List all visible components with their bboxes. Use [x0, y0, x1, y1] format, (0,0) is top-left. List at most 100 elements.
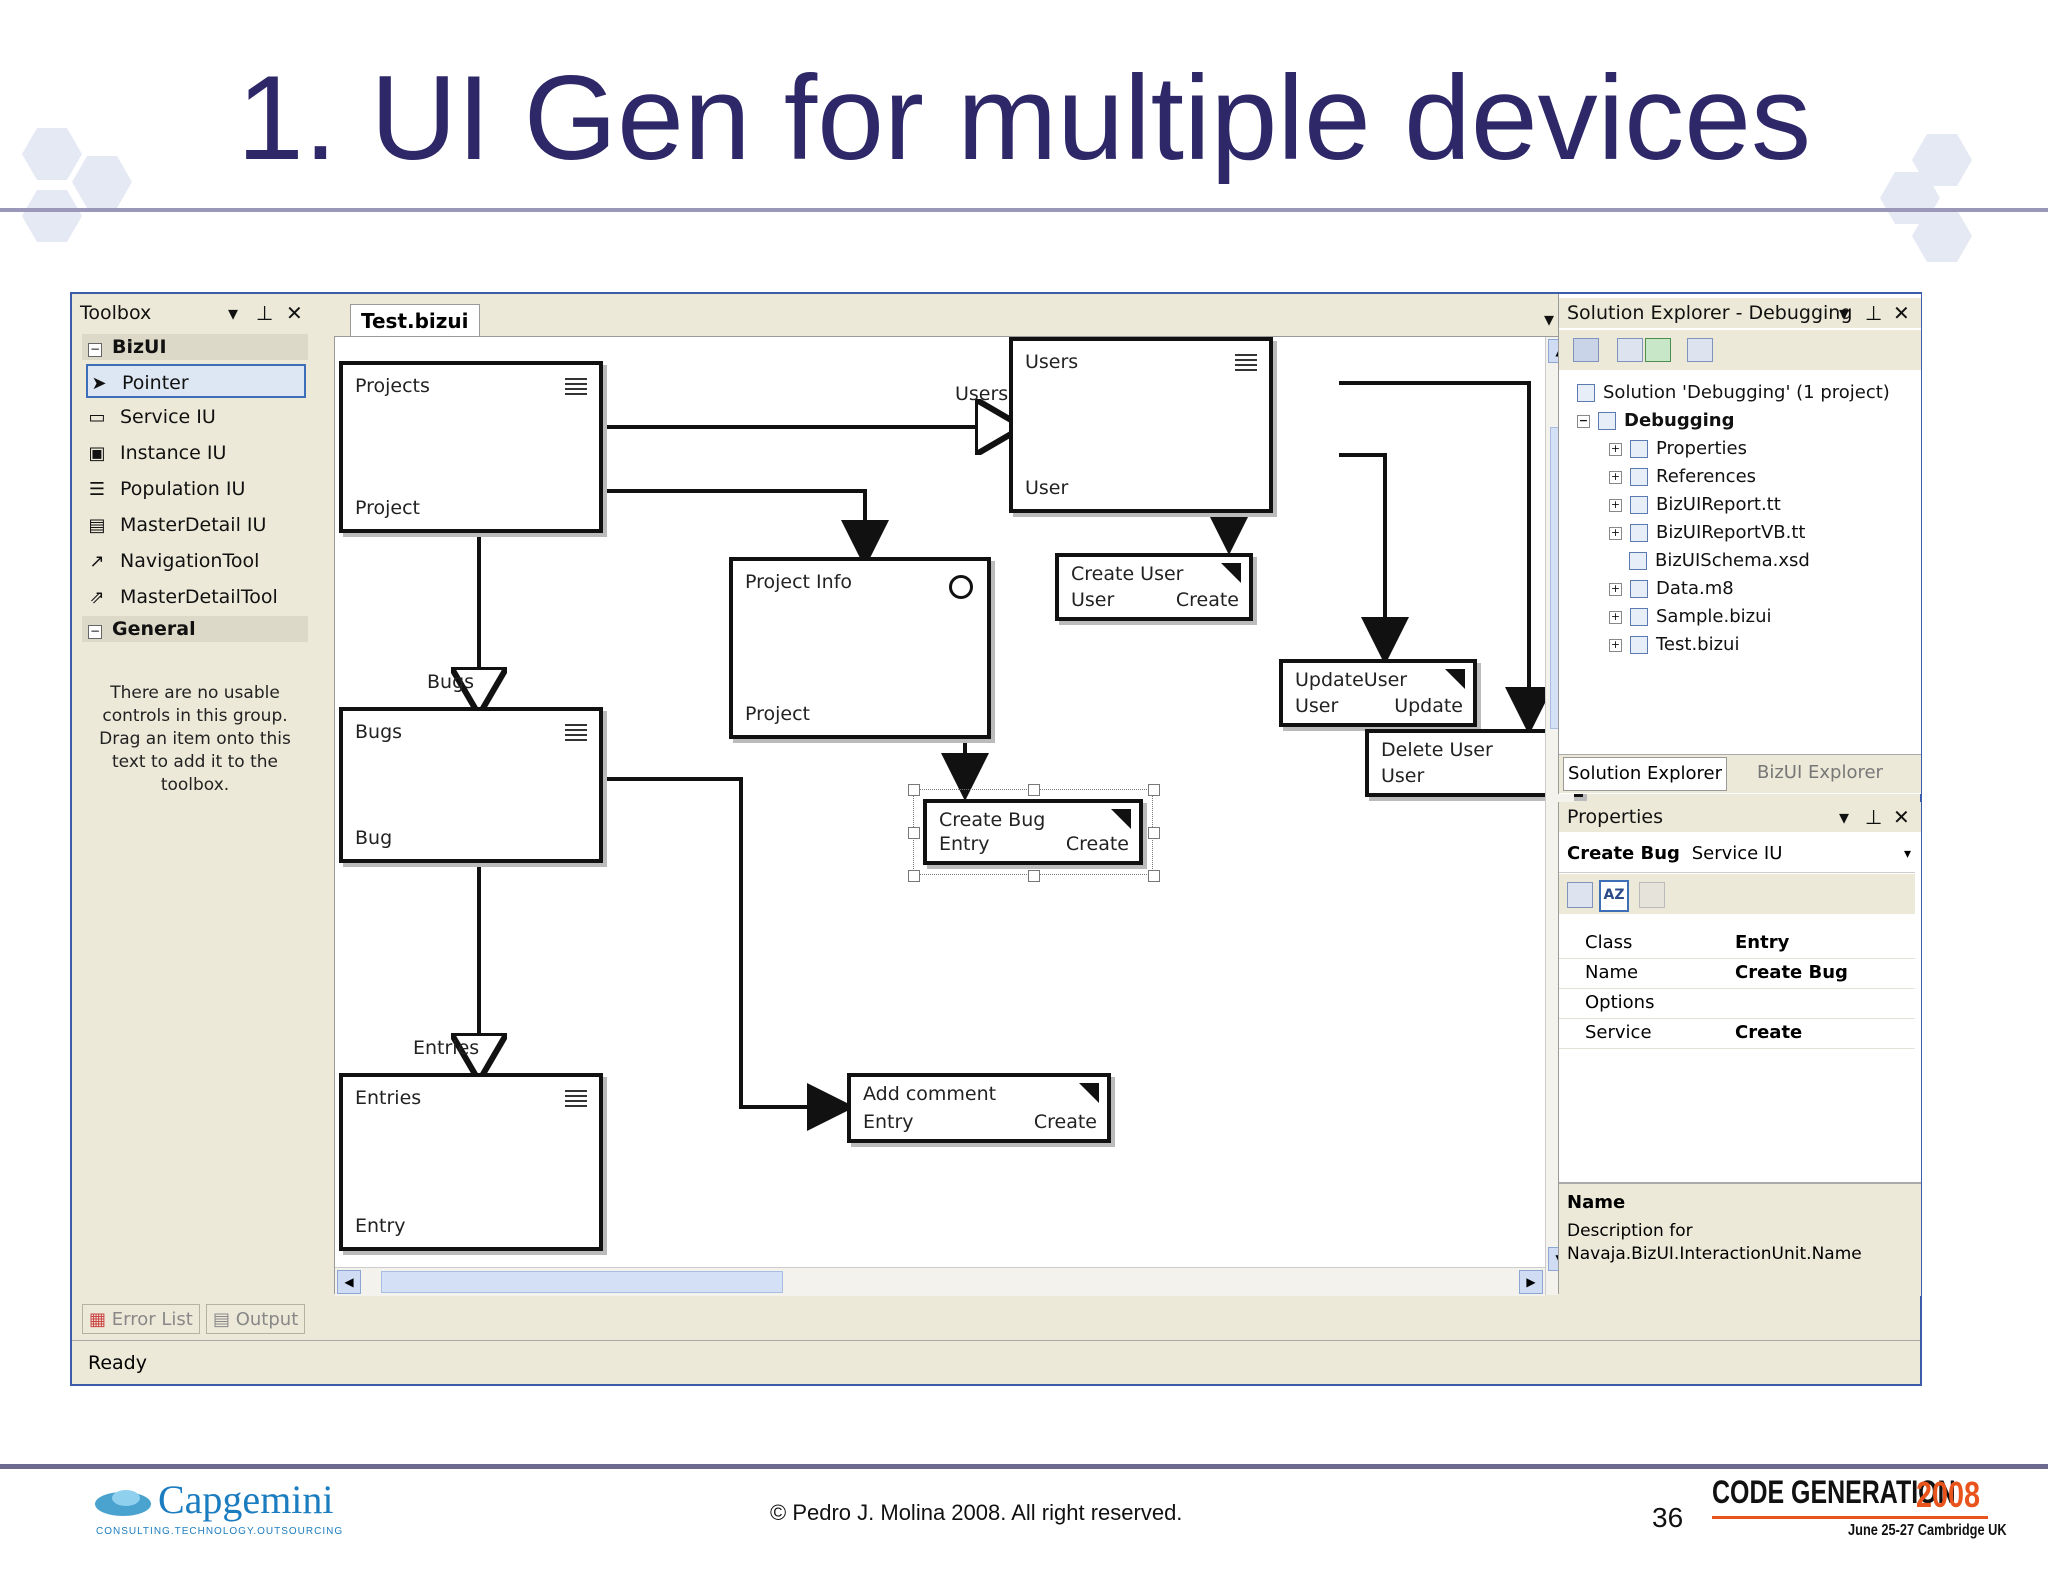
properties-title: Properties [1559, 802, 1921, 832]
tree-item-file[interactable]: BizUISchema.xsd [1629, 548, 1810, 574]
horizontal-scrollbar[interactable]: ◀ ▶ [335, 1267, 1545, 1296]
node-projects[interactable]: Projects Project [339, 361, 603, 533]
collapse-icon[interactable]: − [1577, 413, 1590, 428]
tree-item-file[interactable]: +Sample.bizui [1609, 606, 1772, 627]
resize-handle[interactable] [1148, 870, 1160, 882]
close-icon[interactable]: ✕ [1893, 301, 1910, 325]
toolbox-group-bizui[interactable]: −BizUI [82, 334, 308, 360]
node-add-comment[interactable]: Add comment Entry Create [847, 1073, 1111, 1143]
node-entries[interactable]: Entries Entry [339, 1073, 603, 1251]
toolbox-item-pointer[interactable]: ➤Pointer [86, 364, 306, 398]
node-create-user[interactable]: Create User User Create [1055, 553, 1253, 621]
properties-toolbar: AZ [1559, 874, 1915, 914]
dropdown-icon[interactable]: ▾ [1839, 301, 1850, 325]
scroll-right-icon[interactable]: ▶ [1519, 1270, 1543, 1294]
node-update-user[interactable]: UpdateUser User Update [1279, 659, 1477, 727]
tab-error-list[interactable]: ▦ Error List [82, 1304, 200, 1334]
tree-item-references[interactable]: +References [1609, 466, 1757, 487]
expand-icon[interactable]: + [1609, 469, 1622, 484]
selection-box [913, 789, 1153, 875]
resize-handle[interactable] [1148, 784, 1160, 796]
close-icon[interactable]: ✕ [286, 301, 303, 325]
output-icon: ▤ [213, 1309, 236, 1330]
scroll-thumb[interactable] [381, 1271, 783, 1293]
tab-bizui-explorer[interactable]: BizUI Explorer [1757, 762, 1883, 783]
file-icon [1630, 580, 1648, 598]
pin-icon[interactable]: ⊥ [256, 301, 274, 325]
tab-solution-explorer[interactable]: Solution Explorer [1563, 757, 1727, 791]
toolbox-empty-message: There are no usable controls in this gro… [99, 683, 291, 795]
properties-icon[interactable] [1573, 338, 1599, 362]
error-list-icon: ▦ [89, 1309, 112, 1330]
arrow-icon: ↗ [89, 551, 105, 572]
expand-icon[interactable]: + [1609, 497, 1622, 512]
view-class-diagram-icon[interactable] [1687, 338, 1713, 362]
tree-item-file[interactable]: +BizUIReportVB.tt [1609, 522, 1806, 543]
tree-item-file[interactable]: +Data.m8 [1609, 578, 1734, 599]
title-divider [0, 208, 2048, 212]
tree-item-file[interactable]: +Test.bizui [1609, 634, 1740, 655]
expand-icon[interactable]: + [1609, 525, 1622, 540]
expand-icon[interactable]: + [1609, 609, 1622, 624]
expand-icon[interactable]: + [1609, 637, 1622, 652]
pin-icon[interactable]: ⊥ [1865, 301, 1883, 325]
tree-item-project[interactable]: −Debugging [1577, 410, 1735, 431]
toolbox-item-navigationtool[interactable]: ↗NavigationTool [86, 544, 306, 578]
pin-icon[interactable]: ⊥ [1865, 805, 1883, 829]
edge-label-entries: Entries [413, 1037, 480, 1059]
list-icon [565, 375, 587, 398]
service-corner-icon [1221, 563, 1241, 583]
expand-icon[interactable]: + [1609, 581, 1622, 596]
toolbox-item-service-iu[interactable]: ▭Service IU [86, 400, 306, 434]
show-all-files-icon[interactable] [1617, 338, 1643, 362]
node-project-info[interactable]: Project Info Project [729, 557, 991, 739]
expand-icon[interactable]: + [1609, 441, 1622, 456]
close-icon[interactable]: ✕ [1893, 805, 1910, 829]
property-pages-icon[interactable] [1639, 882, 1665, 908]
resize-handle[interactable] [908, 827, 920, 839]
node-users[interactable]: Users User [1009, 337, 1273, 513]
dropdown-icon[interactable]: ▾ [1544, 307, 1555, 331]
tab-output[interactable]: ▤ Output [206, 1304, 306, 1334]
node-bugs[interactable]: Bugs Bug [339, 707, 603, 863]
population-iu-icon: ☰ [88, 479, 106, 500]
tree-item-properties[interactable]: +Properties [1609, 438, 1747, 459]
dropdown-icon[interactable]: ▾ [228, 301, 239, 325]
node-create-bug[interactable]: Create Bug Entry Create [923, 799, 1143, 865]
solution-icon [1577, 384, 1595, 402]
toolbox-item-masterdetailtool[interactable]: ⇗MasterDetailTool [86, 580, 306, 614]
logo-underline [1712, 1516, 1988, 1519]
tab-test-bizui[interactable]: Test.bizui [350, 304, 480, 337]
file-icon [1630, 636, 1648, 654]
property-row-options[interactable]: Options [1559, 988, 1915, 1019]
properties-pane: Properties ▾ ⊥ ✕ Create Bug Service IU ▾… [1558, 802, 1921, 1296]
resize-handle[interactable] [908, 870, 920, 882]
page-number: 36 [1652, 1502, 1684, 1533]
diagram-canvas[interactable]: Users Bugs Entries Projects Project User… [334, 336, 1583, 1296]
tree-item-solution[interactable]: Solution 'Debugging' (1 project) [1577, 380, 1890, 406]
dropdown-icon[interactable]: ▾ [1839, 805, 1850, 829]
collapse-icon: − [88, 624, 102, 639]
resize-handle[interactable] [1028, 784, 1040, 796]
resize-handle[interactable] [908, 784, 920, 796]
alphabetical-icon[interactable]: AZ [1599, 880, 1629, 912]
toolbox-item-population-iu[interactable]: ☰Population IU [86, 472, 306, 506]
resize-handle[interactable] [1028, 870, 1040, 882]
toolbox-item-masterdetail-iu[interactable]: ▤MasterDetail IU [86, 508, 306, 542]
properties-object-selector[interactable]: Create Bug Service IU ▾ [1559, 836, 1915, 873]
refresh-icon[interactable] [1645, 338, 1671, 362]
toolbox-item-instance-iu[interactable]: ▣Instance IU [86, 436, 306, 470]
edge-label-bugs: Bugs [427, 671, 475, 693]
tree-item-file[interactable]: +BizUIReport.tt [1609, 494, 1781, 515]
resize-handle[interactable] [1148, 827, 1160, 839]
categorized-icon[interactable] [1567, 882, 1593, 908]
folder-icon [1630, 440, 1648, 458]
hexagon-decoration [72, 156, 132, 208]
references-icon [1630, 468, 1648, 486]
toolbox-group-general[interactable]: −General [82, 616, 308, 642]
solution-explorer-title: Solution Explorer - Debugging [1559, 298, 1921, 328]
scroll-left-icon[interactable]: ◀ [337, 1270, 361, 1294]
